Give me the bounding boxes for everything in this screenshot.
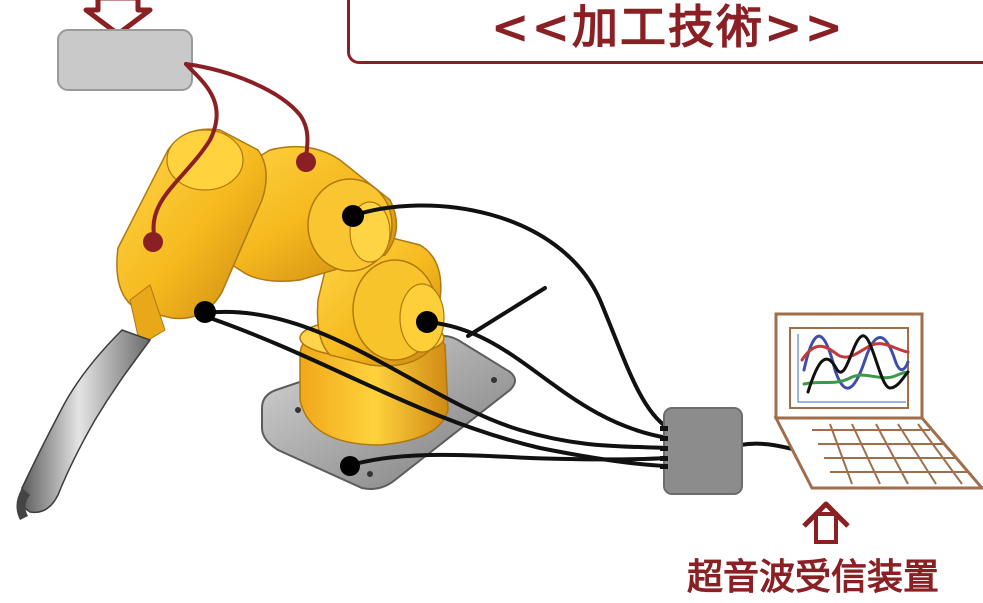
receiver-ports — [660, 426, 668, 469]
arrow-down-icon — [83, 0, 153, 37]
sensor-point-red — [296, 152, 316, 172]
sensor-point-black — [340, 456, 360, 476]
receiver-device — [663, 407, 743, 495]
sensor-point-black — [342, 205, 364, 227]
receiver-caption: 超音波受信装置 — [687, 557, 940, 598]
title-frame: <<加工技術>> — [347, 0, 983, 64]
transmitter-cables — [151, 62, 310, 242]
sensor-point-red — [143, 232, 163, 252]
transmitter-device — [57, 29, 193, 91]
robot-wrist — [116, 128, 267, 346]
page-title: <<加工技術>> — [490, 0, 846, 54]
laptop-icon — [773, 312, 983, 490]
sensor-point-black — [194, 301, 216, 323]
robot-tool — [16, 329, 152, 520]
sensor-cables — [203, 203, 822, 468]
arrow-up-icon — [802, 501, 850, 544]
sensor-points — [143, 152, 438, 476]
sensor-point-black — [416, 311, 438, 333]
